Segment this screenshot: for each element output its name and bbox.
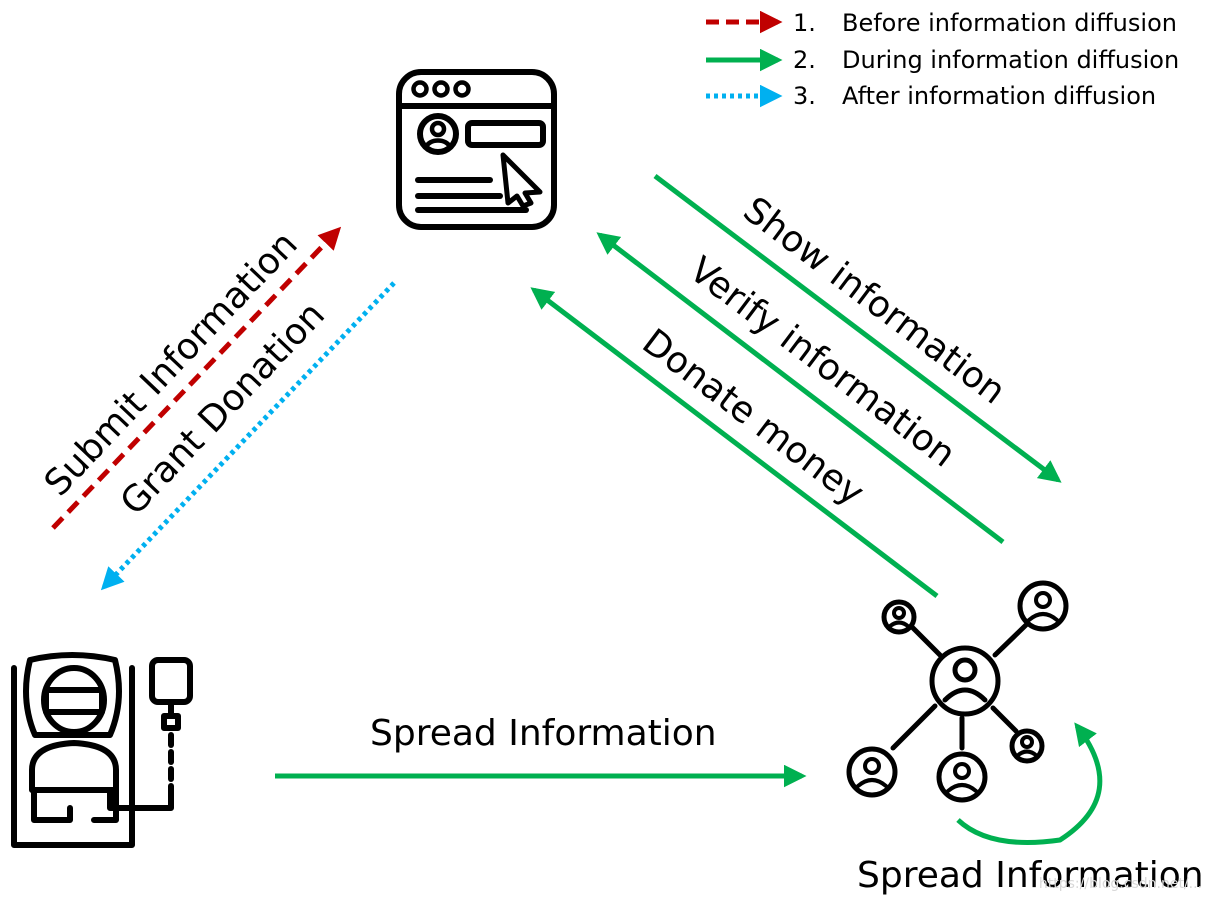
donate-money-arrow [530, 287, 939, 598]
legend-label: Before information diffusion [842, 9, 1177, 37]
spread-information-label: Spread Information [370, 713, 717, 754]
spread-information-loop-arrow [956, 722, 1103, 845]
legend-number: 1. [793, 9, 816, 37]
show-information-arrow [653, 174, 1062, 483]
spread-information-loop-label: Spread Information [857, 855, 1204, 896]
legend-item-before: 1. Before information diffusion [706, 9, 1177, 37]
verify-information-arrow [596, 232, 1005, 544]
hospital-patient-icon [11, 652, 193, 848]
watermark: https://blog.csdn.net/... [1039, 876, 1202, 892]
legend-number: 3. [793, 82, 816, 110]
grant-donation-arrow [100, 281, 396, 591]
web-platform-icon [396, 69, 557, 230]
submit-information-arrow [51, 226, 342, 530]
legend-item-during: 2. During information diffusion [706, 46, 1179, 74]
legend-label: After information diffusion [842, 82, 1156, 110]
legend: 1. Before information diffusion 2. Durin… [706, 9, 1179, 110]
legend-item-after: 3. After information diffusion [706, 82, 1156, 110]
legend-number: 2. [793, 46, 816, 74]
legend-label: During information diffusion [842, 46, 1179, 74]
social-network-icon [846, 580, 1069, 803]
